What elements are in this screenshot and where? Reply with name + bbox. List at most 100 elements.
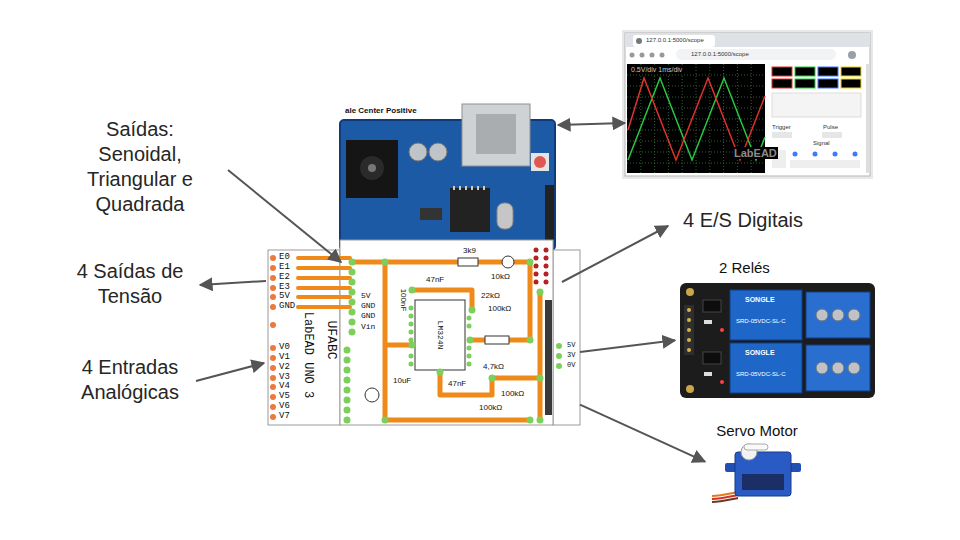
connector-arrow bbox=[558, 123, 625, 125]
arduino-board-part bbox=[545, 185, 554, 240]
scope-screenshot: LabEAD bbox=[625, 33, 870, 176]
arduino-board-part bbox=[476, 114, 516, 154]
watermark: LabEAD bbox=[733, 147, 778, 159]
scope-screenshot-part bbox=[848, 51, 856, 59]
pcb-shield-part bbox=[270, 294, 276, 300]
component-value: 22kΩ bbox=[480, 292, 501, 301]
pcb-shield-part bbox=[349, 289, 356, 296]
pcb-shield-part bbox=[409, 338, 414, 343]
scope-screenshot-part bbox=[833, 152, 838, 157]
component-value: 100nF bbox=[399, 288, 408, 313]
servo-motor bbox=[712, 444, 801, 502]
pcb-shield-part bbox=[489, 375, 496, 382]
component-value: 47nF bbox=[425, 276, 445, 285]
relay-module-part bbox=[687, 328, 691, 332]
component-value: 4,7kΩ bbox=[482, 363, 505, 372]
scope-screenshot-part bbox=[790, 160, 860, 168]
ui-text: Signal bbox=[812, 140, 831, 147]
pcb-shield-part bbox=[467, 337, 474, 344]
scope-screenshot-part bbox=[822, 132, 842, 138]
arduino-board-part bbox=[368, 164, 376, 172]
scope-screenshot bbox=[622, 30, 873, 179]
servo-motor-part bbox=[735, 452, 791, 496]
pcb-shield-part bbox=[544, 256, 549, 261]
pin-label: V0 bbox=[278, 343, 291, 353]
callout-text: 4 Saídas de Tensão bbox=[65, 259, 195, 309]
scope-screenshot-part bbox=[772, 79, 792, 88]
pin-label: E0 bbox=[278, 253, 291, 263]
component-value: 10uF bbox=[392, 377, 412, 386]
pcb-shield-part bbox=[270, 355, 276, 361]
pin-label: GND bbox=[360, 302, 376, 311]
relay-module-part bbox=[730, 343, 802, 393]
pcb-shield-part bbox=[556, 363, 562, 369]
pcb-shield-part bbox=[534, 256, 539, 261]
arduino-board-part bbox=[429, 143, 447, 161]
pcb-shield-part bbox=[527, 259, 534, 266]
scope-screenshot-part bbox=[772, 132, 792, 138]
scope-screenshot-part bbox=[795, 67, 815, 76]
component-value: 10kΩ bbox=[490, 273, 511, 282]
relay-module-part bbox=[704, 372, 712, 376]
pin-label: V2 bbox=[278, 363, 291, 373]
scope-screenshot-part bbox=[676, 49, 836, 60]
pcb-shield-part bbox=[467, 362, 472, 367]
pcb-shield-part bbox=[270, 404, 276, 410]
pin-label: V7 bbox=[278, 412, 291, 422]
pcb-shield-part bbox=[415, 300, 465, 370]
relay-module-part bbox=[816, 309, 828, 321]
pcb-shield-part bbox=[349, 319, 356, 326]
scope-screenshot-part bbox=[818, 79, 838, 88]
pcb-shield-part bbox=[534, 248, 539, 253]
pcb-shield-part bbox=[534, 264, 539, 269]
pin-label: V3 bbox=[278, 373, 291, 383]
scope-screenshot-part bbox=[622, 30, 873, 179]
pcb-shield-part bbox=[298, 258, 350, 307]
pin-label: 5V bbox=[278, 292, 291, 302]
pin-label: E2 bbox=[278, 273, 291, 283]
servo-motor: Servo Motor bbox=[705, 422, 809, 510]
pcb-shield-part bbox=[270, 304, 276, 310]
pcb-shield-part bbox=[344, 407, 351, 414]
pcb-shield-part bbox=[270, 365, 276, 371]
relay-module-part bbox=[816, 309, 860, 374]
relay-module-part bbox=[687, 338, 691, 342]
pcb-shield-part bbox=[270, 394, 276, 400]
pcb-shield-part bbox=[544, 264, 549, 269]
leader-arrow-part bbox=[200, 281, 266, 285]
chip-marking: LM324N bbox=[436, 320, 445, 351]
relay-module-part bbox=[720, 380, 724, 384]
pcb-shield-part bbox=[344, 259, 563, 424]
pcb-shield-part bbox=[544, 248, 549, 253]
component-value: 100kΩ bbox=[500, 390, 525, 399]
scope-screenshot-part bbox=[772, 93, 861, 117]
pcb-shield-part bbox=[534, 280, 539, 285]
scope-screenshot-part bbox=[853, 152, 858, 157]
scope-screenshot-part bbox=[795, 79, 815, 88]
pin-label: 5V bbox=[360, 292, 372, 301]
pcb-shield-part bbox=[534, 272, 539, 277]
pcb-shield-part bbox=[270, 265, 276, 271]
pcb-shield-part bbox=[344, 417, 351, 424]
arduino-board-part bbox=[346, 140, 398, 198]
pin-label: 3V bbox=[566, 352, 576, 360]
pcb-shield-part bbox=[527, 417, 534, 424]
component-value: 47nF bbox=[447, 380, 467, 389]
pcb-shield-part bbox=[340, 240, 553, 425]
pcb-shield-part bbox=[556, 353, 562, 359]
arduino-board-part bbox=[454, 186, 484, 190]
pcb-shield-part bbox=[467, 346, 472, 351]
pcb-shield-part bbox=[469, 307, 476, 314]
pcb-shield-part bbox=[502, 256, 514, 268]
relay-module-part bbox=[687, 308, 691, 312]
servo-motor-part bbox=[744, 444, 768, 450]
scope-screenshot-part bbox=[793, 152, 798, 157]
scope-screenshot-part bbox=[633, 35, 715, 47]
pcb-shield-part bbox=[409, 322, 414, 327]
pcb-shield-part bbox=[467, 324, 472, 329]
pin-label: V1 bbox=[278, 353, 291, 363]
pcb-shield-part bbox=[365, 388, 379, 402]
